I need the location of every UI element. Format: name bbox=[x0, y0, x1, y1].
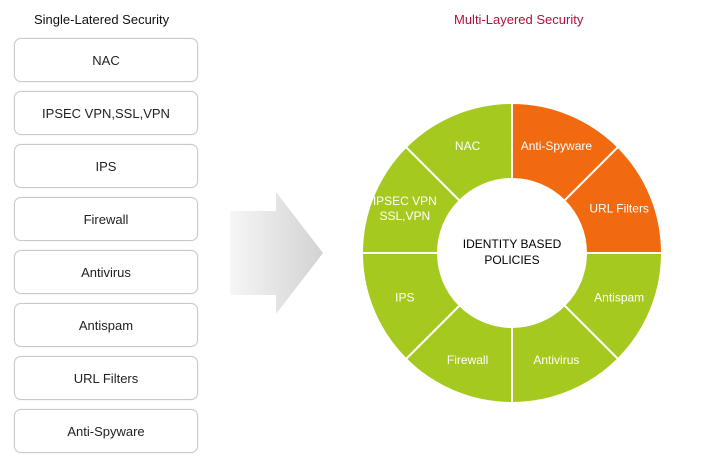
transition-arrow bbox=[230, 192, 325, 314]
ring-label-6-0: IPSEC VPN bbox=[373, 194, 437, 208]
layer-box-ips: IPS bbox=[14, 144, 198, 188]
ring-label-5-0: IPS bbox=[395, 290, 414, 304]
arrow-right-icon bbox=[230, 192, 323, 314]
center-label-line1: IDENTITY BASED bbox=[463, 237, 562, 251]
layer-box-vpn: IPSEC VPN,SSL,VPN bbox=[14, 91, 198, 135]
ring-label-7-0: NAC bbox=[455, 139, 481, 153]
layer-box-antivirus: Antivirus bbox=[14, 250, 198, 294]
layer-box-firewall: Firewall bbox=[14, 197, 198, 241]
ring-center bbox=[438, 179, 586, 327]
ring-label-0-0: Anti-Spyware bbox=[521, 139, 593, 153]
layer-box-anti-spyware: Anti-Spyware bbox=[14, 409, 198, 453]
layer-box-url-filters: URL Filters bbox=[14, 356, 198, 400]
ring-label-2-0: Antispam bbox=[594, 290, 644, 304]
single-layer-stack: NAC IPSEC VPN,SSL,VPN IPS Firewall Antiv… bbox=[14, 38, 198, 462]
center-label-line2: POLICIES bbox=[484, 253, 539, 267]
single-layered-title: Single-Latered Security bbox=[34, 12, 170, 27]
multi-layered-title: Multi-Layered Security bbox=[454, 12, 584, 27]
ring-label-3-0: Antivirus bbox=[533, 353, 579, 367]
ring-label-6-1: SSL,VPN bbox=[379, 209, 430, 223]
ring-segments bbox=[360, 101, 664, 405]
ring-label-4-0: Firewall bbox=[447, 353, 488, 367]
layer-box-nac: NAC bbox=[14, 38, 198, 82]
ring-label-1-0: URL Filters bbox=[589, 202, 649, 216]
layer-box-antispam: Antispam bbox=[14, 303, 198, 347]
